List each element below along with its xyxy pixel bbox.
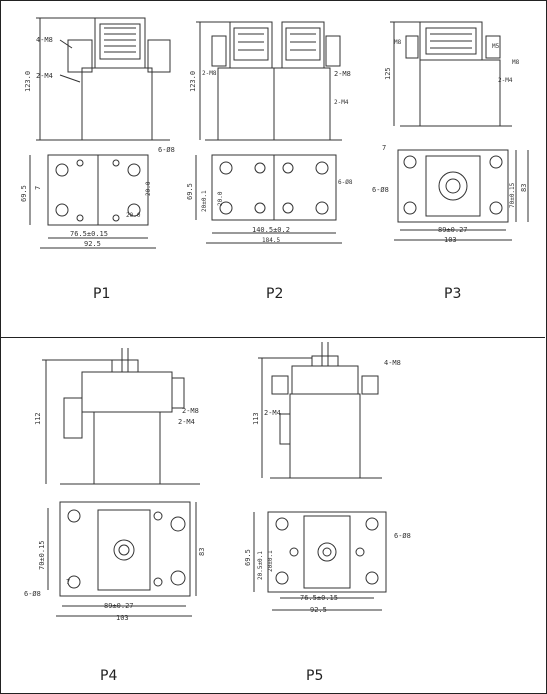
p3-height-dim: 125 <box>384 67 392 80</box>
p4-hole: 6-Ø8 <box>24 590 41 598</box>
p3-top-thread2: M5 <box>492 43 500 50</box>
p2-w1: 140.5±0.2 <box>252 226 290 234</box>
panel-label-p2: P2 <box>266 286 284 302</box>
p3-side-thread: M8 <box>512 59 520 66</box>
p5-height-dim: 113 <box>252 412 260 425</box>
p3-hole: 6-Ø8 <box>372 186 389 194</box>
p1-hole: 6-Ø8 <box>158 146 175 154</box>
p4-v1: 70±0.15 <box>38 540 46 570</box>
panel-label-p3: P3 <box>444 286 462 302</box>
p5-side-view <box>258 342 382 479</box>
p1-top-thread: 4-M8 <box>36 36 53 44</box>
p3-side-view <box>390 21 512 127</box>
p5-v3: 20±0.1 <box>267 550 274 572</box>
p1-side-thread: 2-M4 <box>36 72 53 80</box>
p5-w2: 92.5 <box>310 606 327 614</box>
p2-height-dim: 123.0 <box>189 71 197 92</box>
p1-top-view <box>29 154 156 249</box>
p2-side-thread: 2-M8 <box>334 70 351 78</box>
p3-top-thread: M8 <box>394 39 402 46</box>
panel-label-p5: P5 <box>306 668 324 684</box>
p3-side-thread2: 2-M4 <box>498 77 513 84</box>
p5-top-thread: 4-M8 <box>384 359 401 367</box>
p1-v3: 20.0 <box>145 181 152 196</box>
p2-top-thread: 2-M8 <box>202 70 217 77</box>
p2-top-view <box>195 154 342 244</box>
p3-w2: 103 <box>444 236 457 244</box>
p1-w1: 76.5±0.15 <box>70 230 108 238</box>
p5-w1: 76.5±0.15 <box>300 594 338 602</box>
p5-drawing: 113 4-M8 2-M4 6-Ø8 69.5 20.5±0.1 20±0.1 … <box>244 342 411 614</box>
p2-hole: 6-Ø8 <box>338 179 353 186</box>
p4-side-thread: 2-M8 <box>182 407 199 415</box>
p3-w1: 89±0.27 <box>438 226 468 234</box>
p4-side-view <box>42 348 200 485</box>
p4-height-dim: 112 <box>34 412 42 425</box>
p3-v3: 7 <box>382 144 386 152</box>
p1-height-dim: 123.0 <box>24 71 32 92</box>
p5-top-view <box>253 511 387 611</box>
p1-side-view <box>36 17 171 141</box>
p5-v1: 69.5 <box>244 549 252 566</box>
p3-v1: 70±0.15 <box>509 182 516 208</box>
p1-drawing: 123.0 4-M8 2-M4 6-Ø8 69.5 7 20.0 20.0 76… <box>20 17 175 249</box>
p5-hole: 6-Ø8 <box>394 532 411 540</box>
row-divider <box>0 337 545 338</box>
p4-v2: 83 <box>198 548 206 556</box>
p3-v2: 83 <box>520 184 528 192</box>
p2-drawing: 123.0 2-M8 2-M8 2-M4 6-Ø8 69.5 20±0.1 20… <box>186 21 353 244</box>
p2-side-view <box>196 21 342 141</box>
p1-v2: 7 <box>34 186 42 190</box>
p2-side-thread2: 2-M4 <box>334 99 349 106</box>
panel-label-p1: P1 <box>93 286 111 302</box>
p1-v4: 20.0 <box>126 212 141 219</box>
p4-side-thread2: 2-M4 <box>178 418 195 426</box>
p4-v3: 7 <box>66 578 70 586</box>
p1-v1: 69.5 <box>20 185 28 202</box>
p3-drawing: 125 M8 M5 M8 2-M4 6-Ø8 7 70±0.15 83 89±0… <box>372 21 529 244</box>
p2-v1: 69.5 <box>186 183 194 200</box>
panel-label-p4: P4 <box>100 668 118 684</box>
p4-drawing: 112 2-M8 2-M4 6-Ø8 7 70±0.15 83 89±0.27 … <box>24 348 206 622</box>
p5-v2: 20.5±0.1 <box>257 551 264 580</box>
p3-top-view <box>394 149 529 241</box>
p4-w2: 103 <box>116 614 129 622</box>
p4-w1: 89±0.27 <box>104 602 134 610</box>
p4-top-view <box>47 501 197 617</box>
p2-v3: 20.0 <box>217 191 224 206</box>
p2-w2: 184.5 <box>262 237 280 244</box>
p2-v2: 20±0.1 <box>201 190 208 212</box>
p1-w2: 92.5 <box>84 240 101 248</box>
p5-side-thread: 2-M4 <box>264 409 281 417</box>
